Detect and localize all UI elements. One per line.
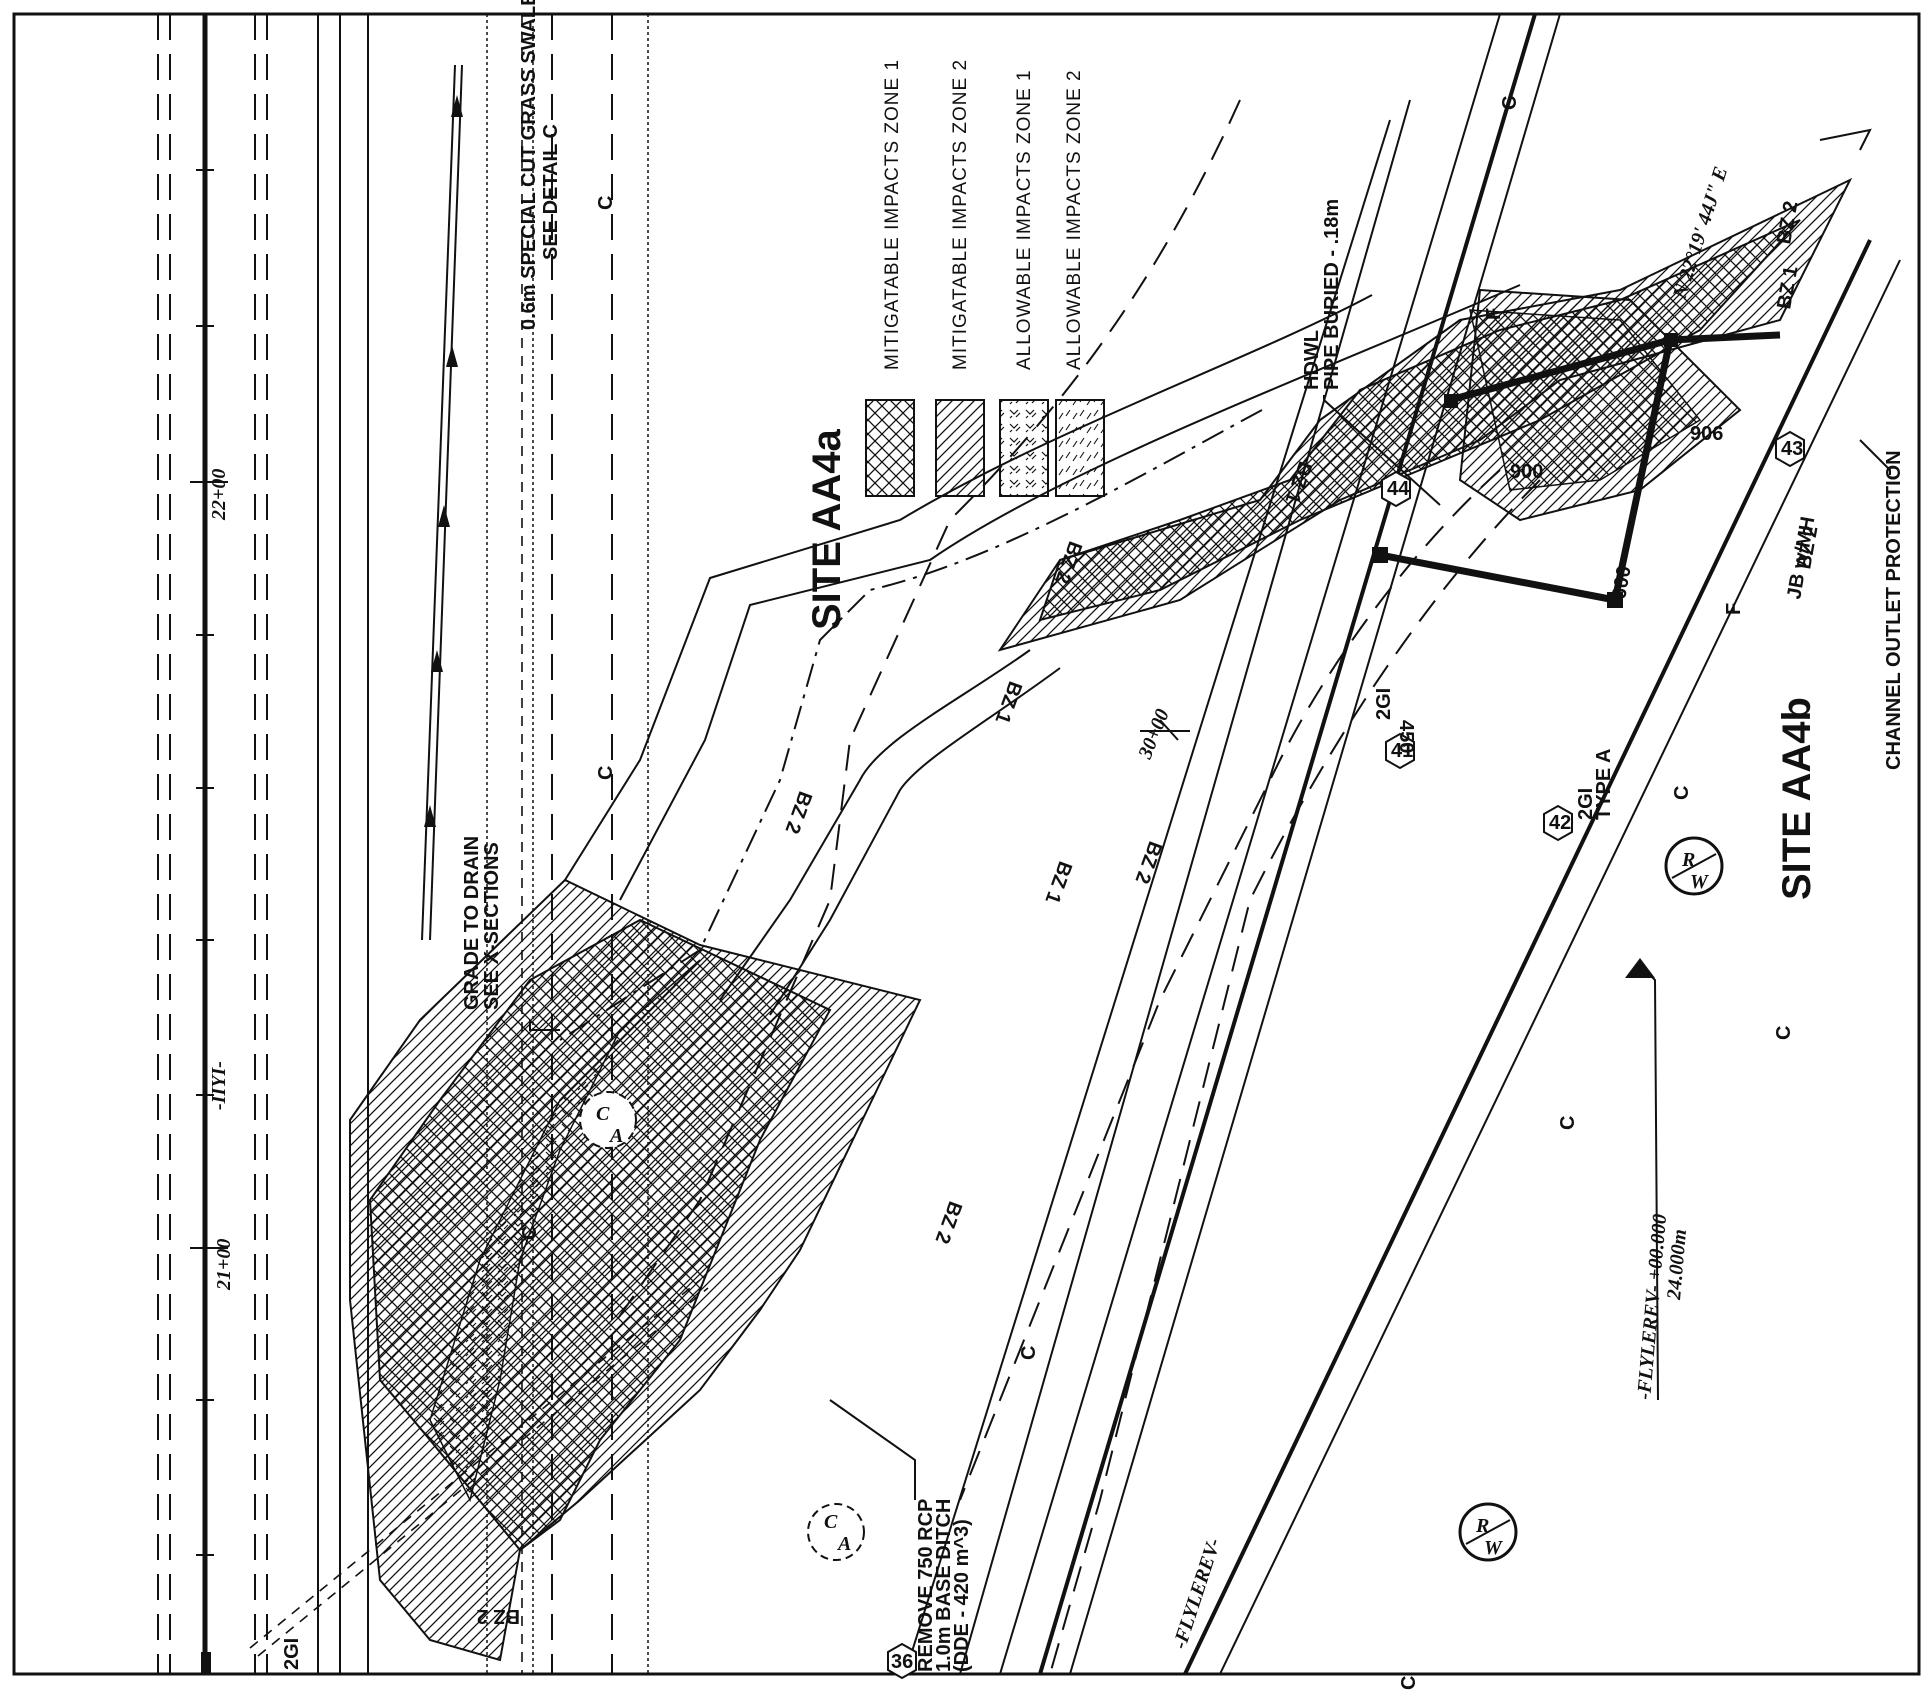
bz2-label-3: BZ 2 xyxy=(1130,838,1165,886)
flylerev-roadway xyxy=(904,13,1901,1675)
marker-44-text: 44 xyxy=(1387,478,1410,500)
legend-swatch-chevron xyxy=(999,399,1049,497)
f-label-2: F xyxy=(1723,603,1745,615)
c-label-8: C xyxy=(1398,1676,1420,1690)
gi-label-41: 2GI xyxy=(1373,688,1395,720)
type-a-label: TYPE A xyxy=(1593,749,1615,821)
hdwl-note-2: PIPE BURIED - .18m xyxy=(1321,199,1343,390)
station-22: 22+00 xyxy=(208,469,230,521)
legend-swatch-diagonal xyxy=(935,399,985,497)
section-c-upper: C xyxy=(596,1103,610,1125)
remove-note-2: 1.0m BASE DITCH xyxy=(933,1499,955,1672)
grade-note-1: GRADE TO DRAIN xyxy=(461,836,483,1010)
marker-41-text: 41 xyxy=(1391,740,1413,762)
hex-marker-41: 41 xyxy=(1385,732,1415,770)
section-a-lower: A xyxy=(836,1533,851,1555)
legend-swatch-crosshatch xyxy=(865,399,915,497)
contour-lines xyxy=(559,99,1541,1675)
gi-label-42: 2GI xyxy=(1575,788,1597,820)
c-label-9: C xyxy=(519,1226,541,1240)
drainage-pipes xyxy=(1372,331,1781,608)
grade-note-2: SEE X-SECTIONS xyxy=(481,842,503,1010)
site-aa4a-label: SITE AA4a xyxy=(805,428,849,630)
section-a-upper: A xyxy=(608,1125,623,1147)
legend-label-1: MITIGATABLE IMPACTS ZONE 1 xyxy=(882,59,903,370)
c-label-1: C xyxy=(1499,96,1521,110)
tree-lines xyxy=(486,14,649,1674)
channel-outlet-label: CHANNEL OUTLET PROTECTION xyxy=(1883,450,1905,770)
marker-36-text: 36 xyxy=(891,1651,913,1673)
impact-area-right xyxy=(997,177,1853,652)
pipe-450: 450 xyxy=(1395,720,1417,753)
rw-w-1: W xyxy=(1690,871,1709,893)
marker-42-text: 42 xyxy=(1549,812,1571,834)
sheet-border xyxy=(12,12,1921,1676)
hex-marker-44: 44 xyxy=(1381,470,1411,508)
bz1-label-2: BZ 1 xyxy=(990,678,1025,726)
iiyi-roadway-lines xyxy=(157,14,613,1674)
pipe-900: 900 xyxy=(1510,461,1543,483)
legend-swatch-dashed xyxy=(1055,399,1105,497)
station-30: 30+00 xyxy=(1134,706,1174,763)
gi-label-left: 2GI xyxy=(281,1638,303,1670)
pipe-906: 906 xyxy=(1690,423,1723,445)
flylerev-station: -FLYLEREV- +00.000 xyxy=(1633,1213,1671,1400)
c-label-6: C xyxy=(595,766,617,780)
f-label-1: F xyxy=(1483,308,1505,320)
grade-leader xyxy=(529,1020,560,1031)
hex-marker-36: 36 xyxy=(887,1642,917,1680)
bz2-label-4: BZ 2 xyxy=(930,1198,965,1246)
c-label-4: C xyxy=(1018,1346,1040,1360)
swale-note-2: SEE DETAIL C xyxy=(540,124,562,260)
section-c-lower: C xyxy=(824,1511,838,1533)
swale-note-1: 0.6m SPECIAL CUT GRASS SWALE xyxy=(518,0,540,330)
station-triangle xyxy=(1625,958,1655,978)
channel-outlet-leader xyxy=(1859,439,1891,475)
legend: MITIGATABLE IMPACTS ZONE 1 MITIGATABLE I… xyxy=(865,59,1105,497)
legend-label-4: ALLOWABLE IMPACTS ZONE 2 xyxy=(1064,69,1085,370)
right-of-way-marker-1: R W xyxy=(1664,836,1724,896)
bz1-label-3: BZ 1 xyxy=(1040,858,1075,906)
hex-marker-42: 42 xyxy=(1543,804,1573,842)
hdwl-leader xyxy=(1323,395,1441,506)
bz2-label-7: BZ 2 xyxy=(477,1605,520,1627)
rw-w-2: W xyxy=(1484,1537,1503,1559)
section-marker-upper: C A xyxy=(579,1091,637,1149)
pipe-600: 600 xyxy=(1608,564,1635,601)
c-label-2: C xyxy=(1671,786,1693,800)
c-label-7: C xyxy=(1773,1026,1795,1040)
station-21: 21+00 xyxy=(213,1239,235,1291)
c-label-5: C xyxy=(595,196,617,210)
right-of-way-marker-2: R W xyxy=(1458,1502,1518,1562)
marker-43-text: 43 xyxy=(1781,438,1803,460)
section-marker-lower: C A xyxy=(807,1503,865,1561)
iiyi-label: -IIYI- xyxy=(208,1061,230,1110)
legend-label-3: ALLOWABLE IMPACTS ZONE 1 xyxy=(1014,69,1035,370)
north-arrow-tick xyxy=(1819,128,1872,151)
legend-label-2: MITIGATABLE IMPACTS ZONE 2 xyxy=(950,59,971,370)
hdwl-note-1: HDWL xyxy=(1301,330,1323,390)
remove-note-1: REMOVE 750 RCP xyxy=(915,1499,937,1672)
rw-r-1: R xyxy=(1681,849,1695,871)
hex-marker-43: 43 xyxy=(1775,430,1805,468)
rw-r-2: R xyxy=(1475,1515,1489,1537)
bz2-label-2: BZ 2 xyxy=(780,788,815,836)
c-label-3: C xyxy=(1557,1116,1579,1130)
remove-leader xyxy=(829,1399,916,1500)
impact-area-left xyxy=(349,878,922,1662)
site-aa4b-label: SITE AA4b xyxy=(1775,697,1819,900)
old-culvert xyxy=(249,1279,709,1657)
flylerev-label-left: -FLYLEREV- xyxy=(1169,1536,1225,1652)
remove-note-3: (DDE - 420 m^3) xyxy=(951,1519,973,1672)
swale-flow-arrows xyxy=(421,64,463,941)
